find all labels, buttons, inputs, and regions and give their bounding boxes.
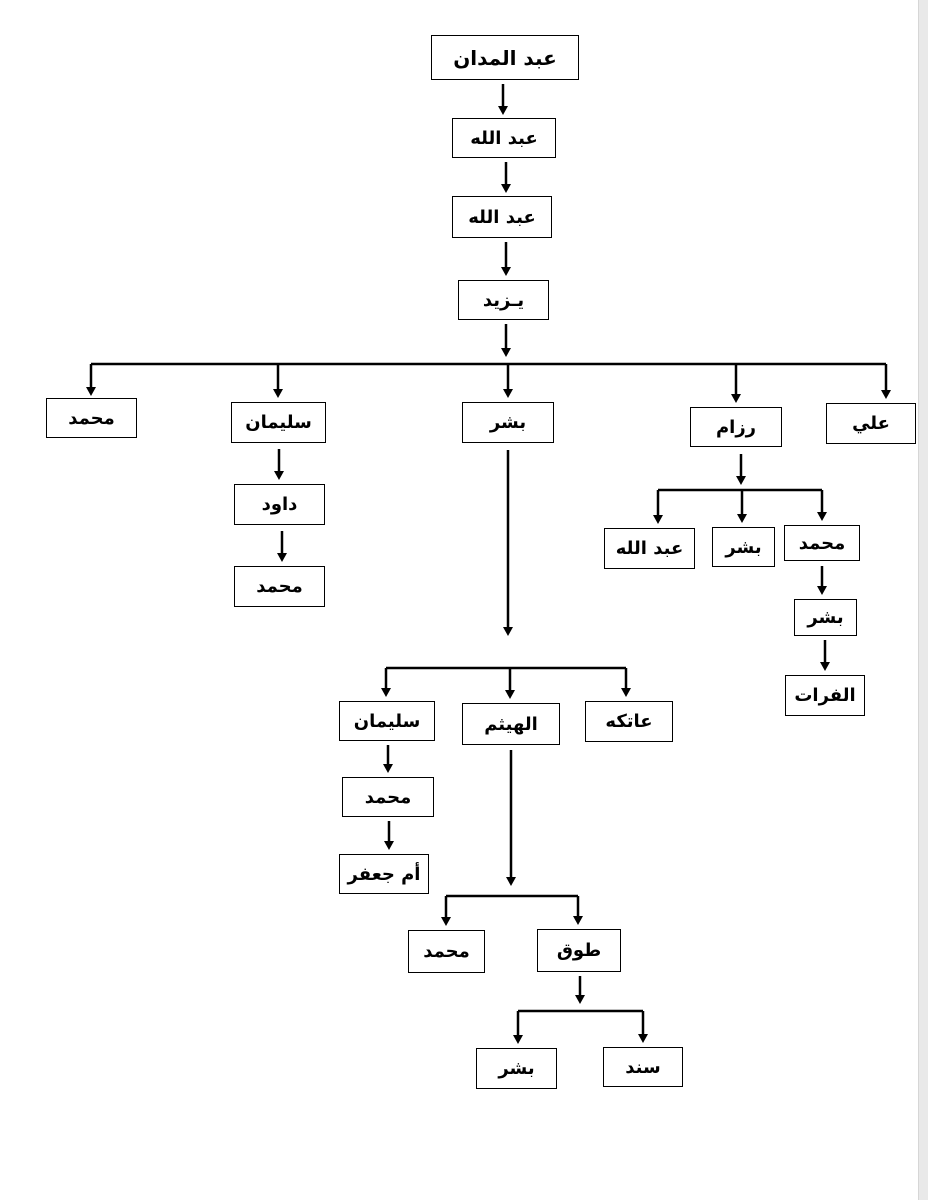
node-sulayman-muhammad: محمد <box>342 777 434 817</box>
arrowhead <box>817 586 827 595</box>
arrowhead <box>383 764 393 773</box>
node-muhammad-left: محمد <box>46 398 137 438</box>
node-rizam-abdullah: عبد الله <box>604 528 695 569</box>
node-abdullah-1: عبد الله <box>452 118 556 158</box>
arrowhead <box>737 514 747 523</box>
node-alfurat: الفرات <box>785 675 865 716</box>
node-sanad: سند <box>603 1047 683 1087</box>
node-abdullah-2: عبد الله <box>452 196 552 238</box>
node-rizam-muhammad-bishr: بشر <box>794 599 857 636</box>
node-sulayman: سليمان <box>231 402 326 443</box>
node-muhammad-dawud: محمد <box>234 566 325 607</box>
arrowhead <box>653 515 663 524</box>
arrowhead <box>381 688 391 697</box>
arrowhead <box>513 1035 523 1044</box>
node-abd-almadan: عبد المدان <box>431 35 579 80</box>
arrowhead <box>277 553 287 562</box>
arrowhead <box>881 390 891 399</box>
arrowhead <box>501 348 511 357</box>
arrowhead <box>86 387 96 396</box>
page-edge-scrollbar <box>918 0 928 1200</box>
node-rizam-muhammad: محمد <box>784 525 860 561</box>
arrowhead <box>638 1034 648 1043</box>
node-dawud: داود <box>234 484 325 525</box>
node-ali: علي <box>826 403 916 444</box>
arrowhead <box>506 877 516 886</box>
node-bishr: بشر <box>462 402 554 443</box>
arrowhead <box>817 512 827 521</box>
node-rizam-bishr: بشر <box>712 527 775 567</box>
arrowhead <box>274 471 284 480</box>
arrowhead <box>503 389 513 398</box>
arrowhead <box>505 690 515 699</box>
arrowhead <box>573 916 583 925</box>
node-haytham-muhammad: محمد <box>408 930 485 973</box>
arrowhead <box>501 267 511 276</box>
node-tawq: طوق <box>537 929 621 972</box>
arrowhead <box>731 394 741 403</box>
node-umm-jafar: أم جعفر <box>339 854 429 894</box>
node-alhaytham: الهيثم <box>462 703 560 745</box>
arrowhead <box>575 995 585 1004</box>
arrowhead <box>501 184 511 193</box>
arrowhead <box>503 627 513 636</box>
arrowhead <box>441 917 451 926</box>
arrowhead <box>621 688 631 697</box>
node-atikah: عاتكه <box>585 701 673 742</box>
node-yazid: يـزيد <box>458 280 549 320</box>
node-bishr-sulayman: سليمان <box>339 701 435 741</box>
node-tawq-bishr: بشر <box>476 1048 557 1089</box>
arrowhead <box>820 662 830 671</box>
arrowhead <box>498 106 508 115</box>
node-rizam: رزام <box>690 407 782 447</box>
arrowhead <box>273 389 283 398</box>
arrowhead <box>736 476 746 485</box>
arrowhead <box>384 841 394 850</box>
